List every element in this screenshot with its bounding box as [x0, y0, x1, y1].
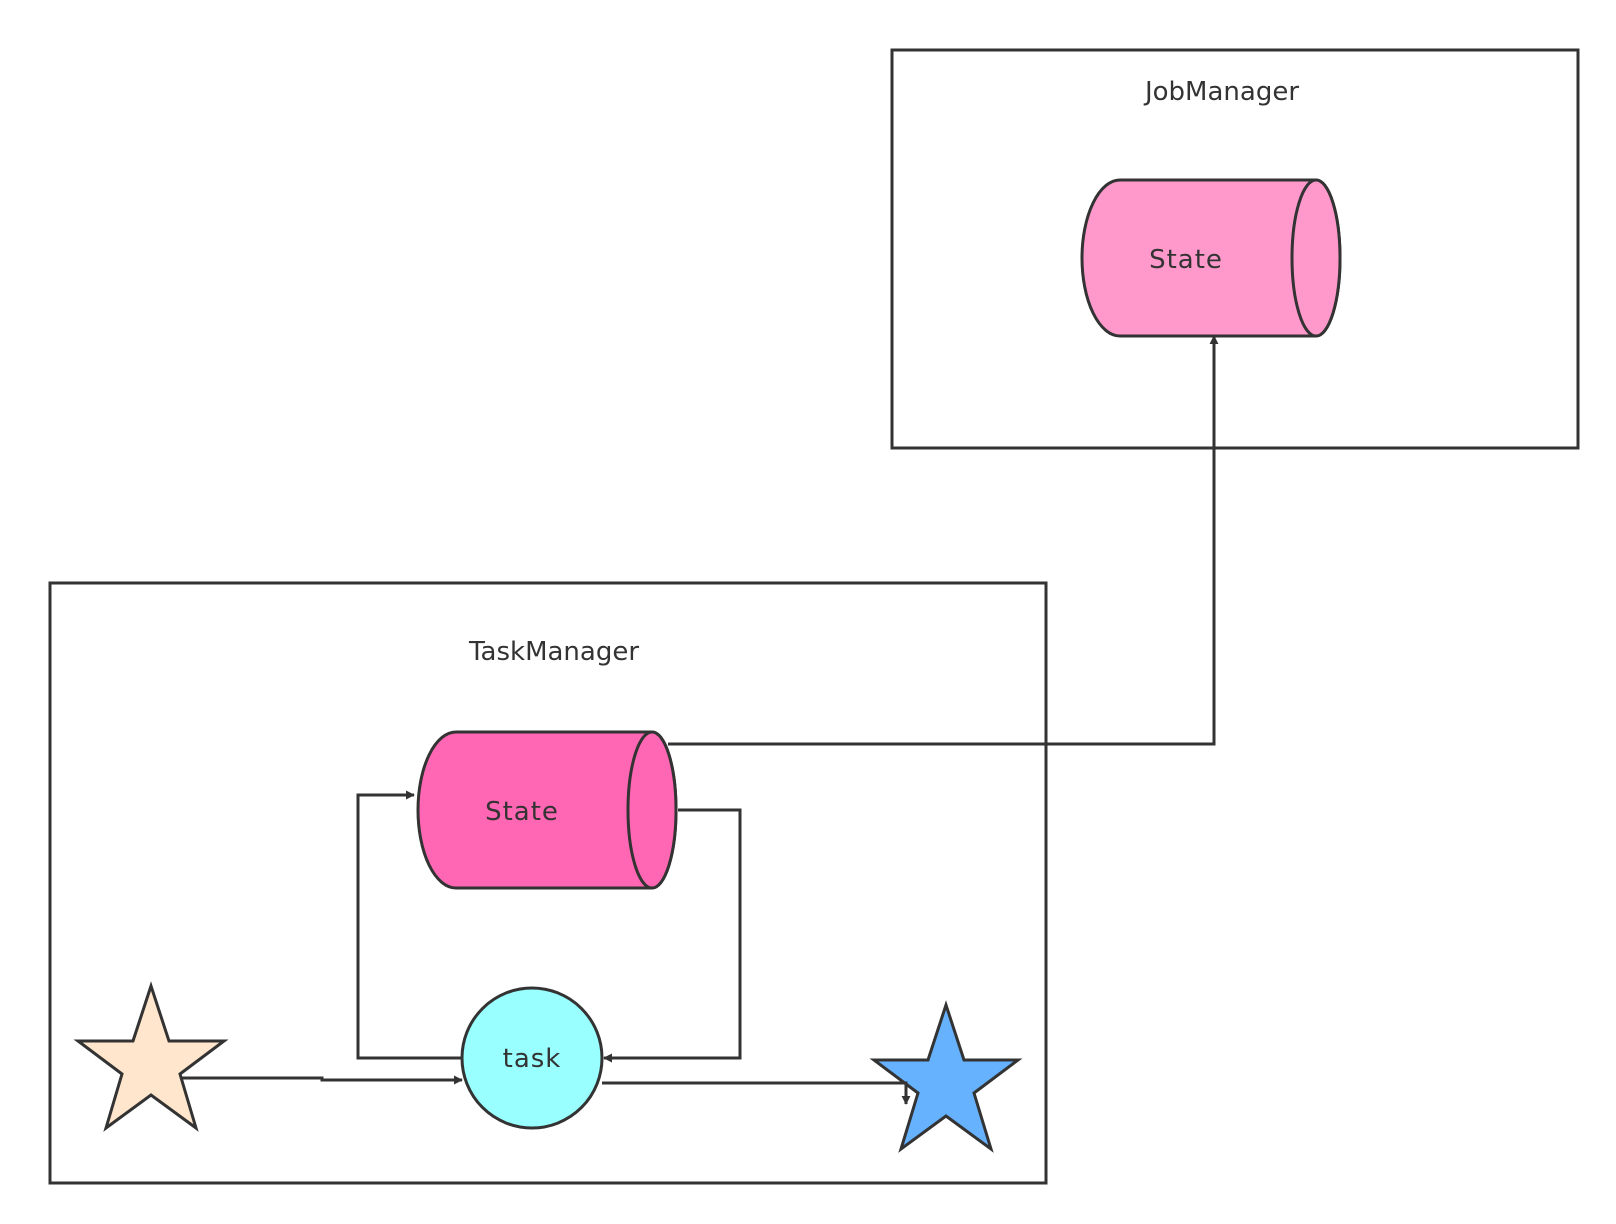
taskmanager-container[interactable]: TaskManager State task: [48, 581, 1048, 1185]
task-node[interactable]: task: [460, 986, 604, 1130]
jobmanager-state-label: State: [1149, 245, 1223, 275]
jobmanager-state-end: [1290, 178, 1342, 338]
sink-star-icon[interactable]: [869, 1000, 1023, 1153]
edge-state-to-jobmanager-state: [668, 335, 1219, 746]
edge-task-to-state: [356, 790, 462, 1060]
edge-task-to-sink: [602, 1081, 911, 1105]
task-label: task: [503, 1044, 562, 1074]
edge-source-to-task: [182, 1075, 463, 1085]
jobmanager-state-store[interactable]: State: [1080, 178, 1342, 338]
taskmanager-state-label: State: [485, 797, 559, 827]
jobmanager-title: JobManager: [1143, 77, 1299, 107]
taskmanager-state-store[interactable]: State: [416, 730, 678, 890]
jobmanager-container[interactable]: JobManager State: [890, 48, 1580, 450]
taskmanager-title: TaskManager: [468, 637, 639, 667]
edge-state-to-task: [603, 808, 742, 1063]
taskmanager-state-end: [626, 730, 678, 890]
source-star-icon[interactable]: [73, 981, 229, 1132]
